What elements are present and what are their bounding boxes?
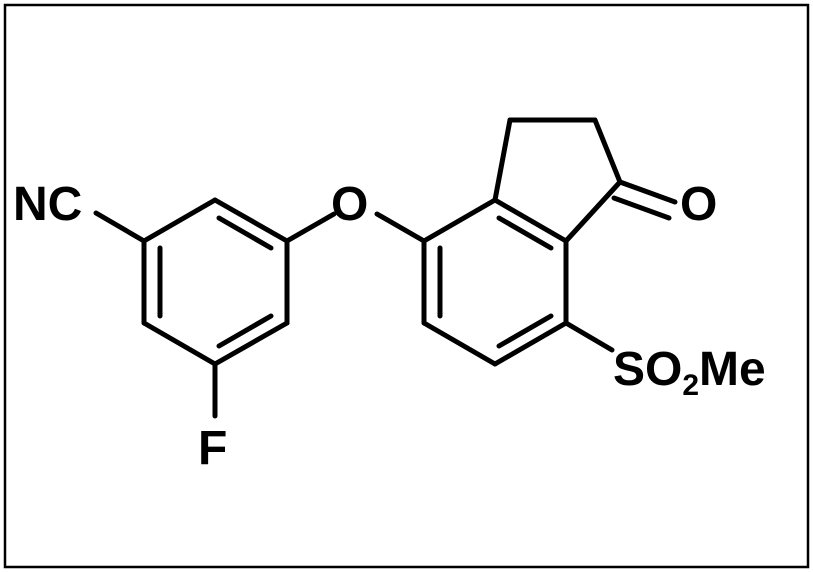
nitrile-label: NC	[13, 178, 82, 231]
ring-b-bond	[492, 197, 569, 244]
ring-c-bond	[592, 117, 623, 185]
ring-b-inner-double-bond	[496, 215, 554, 251]
ether-bond-left	[284, 211, 337, 244]
ring-c-bond	[492, 117, 513, 203]
fluorocyanophenyl-ring	[141, 197, 290, 367]
sulfonyl-subscript-text: 2	[682, 369, 699, 402]
sulfonyl-main-text: SO	[613, 343, 682, 396]
border-frame	[3, 3, 810, 569]
fluorine-label: F	[198, 422, 227, 475]
ring-a-bond	[212, 197, 290, 244]
carbonyl-double-bond	[617, 179, 678, 205]
ring-b-bond	[421, 320, 498, 367]
ring-a-inner-double-bond	[216, 215, 274, 251]
ring-a-bond	[141, 320, 218, 367]
ring-b-bond	[421, 197, 498, 244]
cyclopentanone-ring	[492, 117, 623, 244]
ring-b-inner-double-bond	[496, 313, 554, 349]
ring-c-bond	[563, 179, 623, 244]
ring-a-bond	[141, 197, 218, 244]
ether-bond-right	[374, 211, 427, 244]
indanone-benzene-ring	[421, 197, 569, 367]
ring-b-bond	[492, 320, 569, 367]
carbonyl-double-bond	[611, 195, 672, 221]
ether-oxygen-label: O	[331, 178, 368, 231]
sulfonyl-methyl-label: SO2Me	[613, 343, 766, 402]
ring-a-inner-double-bond	[216, 313, 274, 349]
sulfonyl-tail-text: Me	[699, 343, 766, 396]
ring-a-bond	[212, 320, 290, 367]
nitrile-bond	[93, 210, 147, 244]
sulfonyl-bond	[563, 320, 615, 353]
ketone-oxygen-label: O	[680, 178, 717, 231]
